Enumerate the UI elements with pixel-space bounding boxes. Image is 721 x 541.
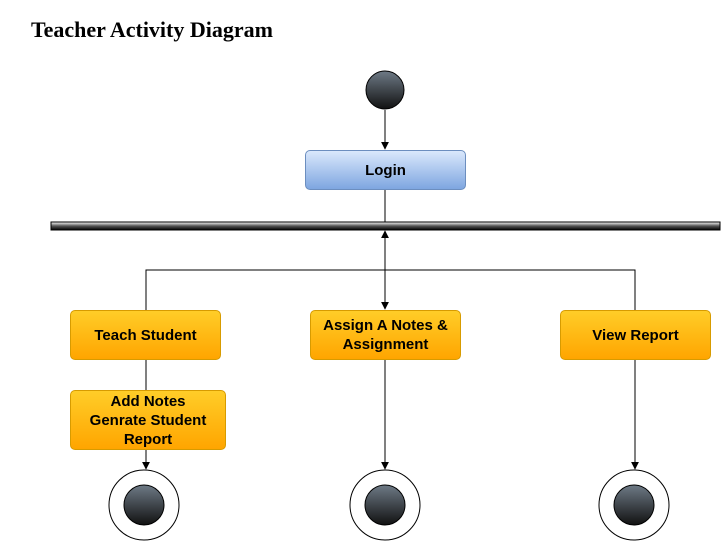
add-notes-label: Add Notes Genrate Student Report	[89, 392, 207, 448]
final-node-3	[598, 469, 670, 541]
final-node-2	[349, 469, 421, 541]
login-label: Login	[365, 161, 406, 179]
view-report-label: View Report	[592, 326, 679, 344]
final-node-1	[108, 469, 180, 541]
add-notes-action: Add Notes Genrate Student Report	[70, 390, 226, 450]
view-report-action: View Report	[560, 310, 711, 360]
initial-node	[365, 70, 405, 110]
teach-student-action: Teach Student	[70, 310, 221, 360]
assign-notes-action: Assign A Notes & Assignment	[310, 310, 461, 360]
teach-student-label: Teach Student	[94, 326, 197, 344]
diagram-title: Teacher Activity Diagram	[31, 17, 273, 42]
login-action: Login	[305, 150, 466, 190]
fork-bar	[50, 221, 721, 231]
assign-notes-label: Assign A Notes & Assignment	[323, 317, 448, 353]
edge-branch-connector	[145, 269, 636, 310]
